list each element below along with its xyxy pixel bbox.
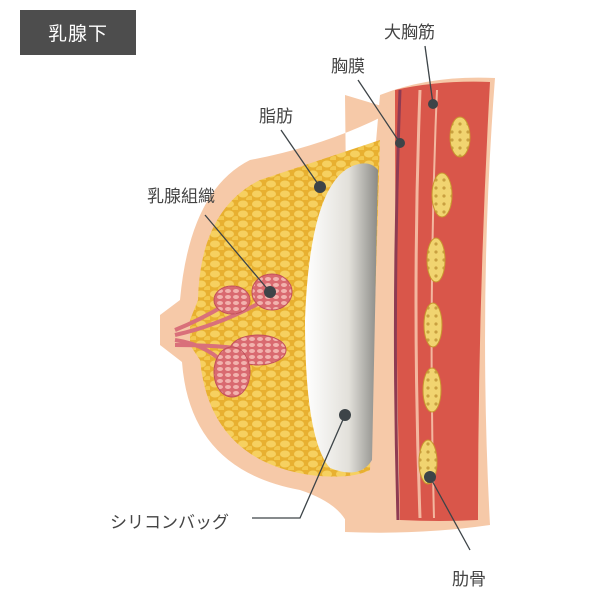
label-pectoralis-major: 大胸筋 — [384, 23, 435, 43]
label-fat: 脂肪 — [259, 107, 293, 127]
label-pectoral-fascia: 胸膜 — [331, 57, 365, 77]
mammary-glands — [174, 273, 293, 398]
placement-badge: 乳腺下 — [20, 10, 136, 55]
label-silicone-bag: シリコンバッグ — [110, 513, 229, 533]
label-mammary-gland: 乳腺組織 — [147, 187, 215, 207]
ribs — [418, 116, 471, 485]
label-rib: 肋骨 — [452, 570, 486, 590]
pectoral-muscle — [395, 81, 490, 522]
silicone-implant — [305, 163, 378, 473]
